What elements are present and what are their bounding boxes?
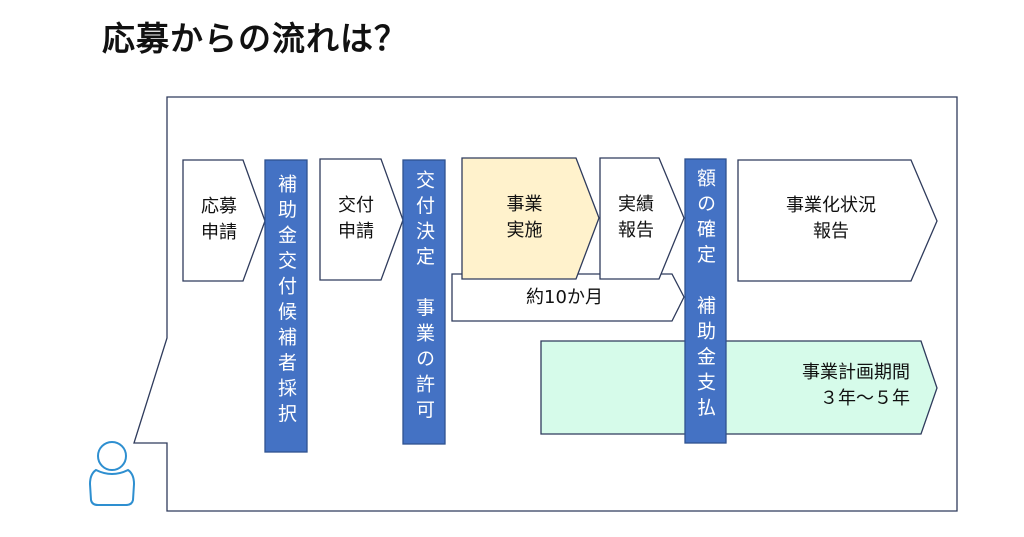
step-grant-application (319, 158, 404, 281)
step-performance-report (599, 157, 685, 280)
plan-period-label: 事業計画期間 ３年～５年 (802, 362, 910, 409)
step-performance-report-label: 実績 報告 (618, 194, 654, 241)
grant-decision-label: 交付決定 事業の許可 (413, 170, 435, 425)
step-application (182, 159, 266, 282)
step-commercialization-report (737, 159, 938, 282)
milestone-bar-grant-decision (402, 159, 446, 445)
step-implementation (461, 157, 600, 280)
step-grant-application-label: 交付 申請 (338, 195, 374, 242)
page-title: 応募からの流れは？ (102, 19, 408, 58)
plan-period-arrow (540, 340, 938, 435)
person-icon (88, 441, 136, 506)
milestone-bar-finalization (684, 158, 727, 444)
step-application-label: 応募 申請 (201, 196, 237, 243)
step-implementation-label: 事業 実施 (506, 194, 543, 241)
finalization-label: 額の確定 補助金支払 (694, 168, 716, 423)
step-commercialization-report-label: 事業化状況 報告 (786, 195, 876, 242)
milestone-bar-selection (264, 159, 308, 453)
selection-label: 補助金交付候補者採択 (275, 174, 297, 429)
implementation-period-label: 約10か月 (526, 287, 603, 308)
